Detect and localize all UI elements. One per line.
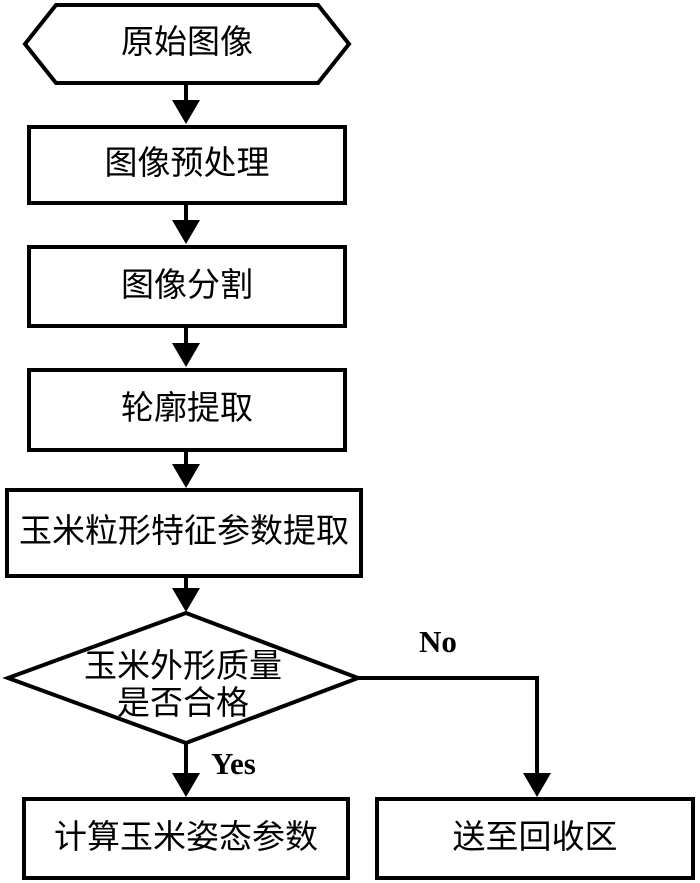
posture-calc-node-label: 计算玉米姿态参数 bbox=[54, 819, 318, 856]
feature-extraction-rect-shape bbox=[5, 488, 363, 578]
preprocess-node-label: 图像预处理 bbox=[104, 146, 270, 183]
decision-label-line1: 玉米外形质量 bbox=[84, 649, 282, 685]
arrowhead-segmentation-contour bbox=[172, 343, 200, 367]
yes-edge-label: Yes bbox=[211, 746, 256, 781]
preprocess-rect-shape bbox=[27, 125, 347, 205]
arrowhead-feature-decision bbox=[172, 588, 200, 612]
segmentation-node-label: 图像分割 bbox=[121, 267, 253, 304]
feature-extraction-node-label: 玉米粒形特征参数提取 bbox=[19, 514, 349, 551]
contour-rect-shape bbox=[27, 368, 347, 452]
recycle-rect-shape bbox=[375, 797, 695, 880]
no-edge-label: No bbox=[419, 624, 457, 659]
segmentation-rect-shape bbox=[27, 245, 347, 328]
arrowhead-no-branch bbox=[523, 773, 551, 797]
decision-label-line2: 是否合格 bbox=[117, 686, 249, 722]
contour-node-label: 轮廓提取 bbox=[121, 391, 253, 428]
start-hexagon-shape bbox=[22, 3, 352, 85]
start-node-label: 原始图像 bbox=[121, 25, 253, 62]
connector-no-branch bbox=[358, 676, 539, 776]
posture-calc-rect-shape bbox=[22, 797, 350, 880]
recycle-node-label: 送至回收区 bbox=[452, 819, 618, 856]
arrowhead-start-preprocess bbox=[172, 100, 200, 124]
decision-node-label: 玉米外形质量 是否合格 bbox=[8, 613, 358, 743]
arrowhead-yes-branch bbox=[172, 773, 200, 797]
arrowhead-preprocess-segmentation bbox=[172, 220, 200, 244]
arrowhead-contour-feature bbox=[172, 464, 200, 488]
